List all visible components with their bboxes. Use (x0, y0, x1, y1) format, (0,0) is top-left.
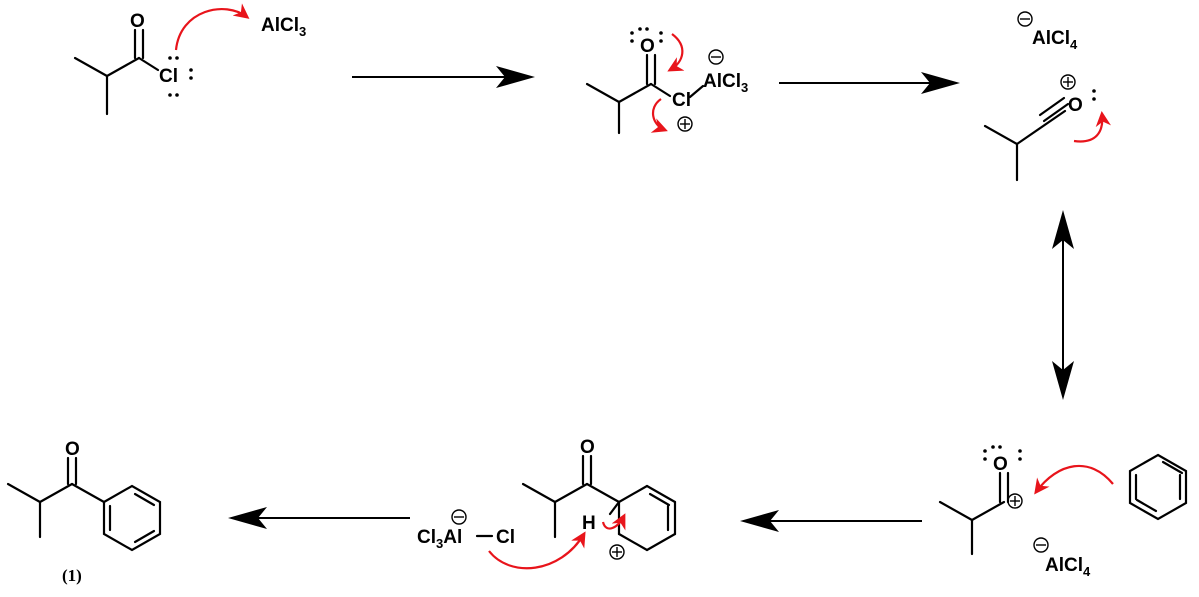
reaction-arrow (228, 507, 410, 529)
reaction-arrow (352, 66, 535, 88)
cl-label: Cl (496, 527, 515, 548)
atom-o: O (130, 11, 145, 32)
curly-arrow (1073, 110, 1112, 143)
atom-h: H (582, 513, 596, 534)
plus-charge-icon (609, 544, 625, 560)
plus-charge-icon (1007, 493, 1023, 509)
atom-o: O (640, 36, 655, 57)
reagent-alcl3-bound: AlCl3 (703, 71, 748, 95)
reaction-arrow (779, 72, 960, 94)
molecule-benzene (1034, 453, 1188, 521)
curly-arrow (667, 33, 685, 72)
curly-arrow (601, 513, 626, 531)
plus-charge-icon (677, 116, 693, 132)
counterion-alcl4: AlCl4 (1045, 555, 1091, 579)
molecule-arenium: O H (488, 437, 677, 570)
curly-arrow (650, 98, 668, 133)
cl3al-label: Cl3Al (417, 527, 462, 551)
molecule-acylium-triple: AlCl4 O (983, 11, 1112, 182)
minus-charge-icon (451, 509, 467, 525)
minus-charge-icon (1033, 537, 1049, 553)
atom-o: O (580, 437, 595, 458)
counterion-alcl4: AlCl4 (1032, 28, 1078, 52)
molecule-lewis-complex: O Cl AlCl3 (585, 27, 748, 135)
molecule-acylium-double: O AlCl4 (938, 445, 1091, 579)
minus-charge-icon (708, 49, 724, 65)
product-label: (1) (62, 566, 82, 585)
reaction-arrow (740, 510, 922, 532)
molecule-product: O (6, 439, 162, 552)
atom-cl: Cl (672, 90, 691, 111)
base-alcl4: Cl3Al Cl (417, 509, 515, 551)
atom-o: O (993, 454, 1008, 475)
atom-o: O (65, 439, 80, 460)
plus-charge-icon (1060, 74, 1076, 90)
atom-o: O (1068, 95, 1083, 116)
curly-arrow (174, 3, 250, 51)
atom-cl: Cl (159, 66, 178, 87)
curly-arrow (1034, 464, 1114, 495)
minus-charge-icon (1017, 11, 1033, 27)
curly-arrow (488, 531, 586, 570)
reagent-alcl3: AlCl3 (261, 15, 306, 39)
resonance-arrow (1052, 210, 1074, 400)
molecule-isobutyryl-chloride: O Cl (73, 3, 250, 116)
